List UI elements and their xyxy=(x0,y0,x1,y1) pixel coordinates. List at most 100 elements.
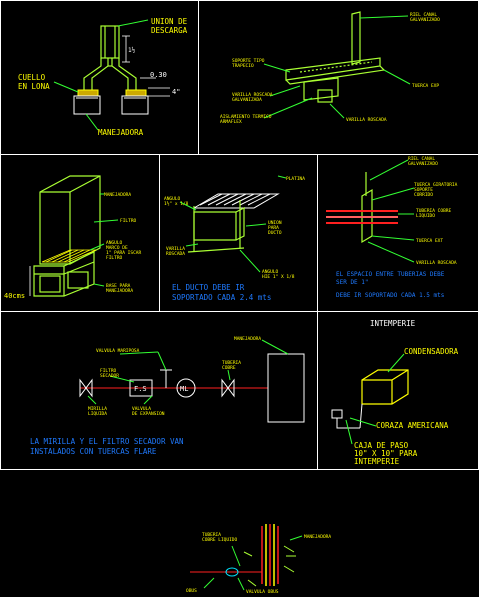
aislamiento-label-2: ARMAFLEX xyxy=(220,119,242,125)
spacing-note-line1: EL ESPACIO ENTRE TUBERIAS DEBE xyxy=(336,271,445,278)
junction-box xyxy=(331,409,343,419)
tuberia-cobre-p6-1: TUBERIA xyxy=(222,360,241,366)
filtro-secador-label-1: FILTRO xyxy=(100,368,117,374)
spacing-note-line2: SER DE 1" xyxy=(336,279,369,286)
american-conduit xyxy=(336,403,363,429)
angulo-left-label-2: 1½" x 1/8 xyxy=(164,200,189,207)
frame-panel-5 xyxy=(317,154,479,312)
valvula-mariposa-label: VALVULA MARIPOSA xyxy=(96,348,140,354)
mirilla-label-1: MIRILLA xyxy=(88,406,107,412)
insulated-column xyxy=(261,524,279,586)
valvula-exp-label-1: VALVULA xyxy=(132,406,151,412)
mirilla-label-2: LIQUIDA xyxy=(88,411,107,417)
base-label-1: BASE PARA xyxy=(106,283,131,289)
cuello-label-line1: CUELLO xyxy=(18,73,46,82)
canvas-collar-right xyxy=(125,89,147,97)
angulo-label-2: MARCO DE xyxy=(106,245,128,251)
tuerca-ext-label: TUERCA EXT xyxy=(416,238,443,244)
varilla-p4-label-1: VARILLA xyxy=(166,246,185,252)
trapeze-channel xyxy=(285,57,381,81)
union-label-line1: UNION DE xyxy=(151,17,188,26)
aislamiento-label-1: AISLAMIENTO TERMICO xyxy=(220,114,272,120)
angulo-label-1: ANGULO xyxy=(106,240,123,246)
varilla-galv-label-2: GALVANIZADA xyxy=(232,97,262,103)
angulo-label-3: 1" PARA ISCAR xyxy=(106,250,142,256)
panel-7-outdoor: INTEMPERIE CONDENSADORA CORAZA AMERICANA… xyxy=(331,319,459,466)
butterfly-valve xyxy=(79,378,93,398)
filter-hatch xyxy=(41,249,97,263)
union-ducto-label-1: UNION xyxy=(268,220,282,226)
panel-1-discharge-union: UNION DE DESCARGA 1½ 0.30 4" CUELLO EN L… xyxy=(18,17,188,137)
union-ducto-label-3: DUCTO xyxy=(268,230,282,236)
panel-5-pipe-spacing: RIEL CANAL GALVANIZADO TUERCA GIRATORIA … xyxy=(326,156,458,299)
condensadora-label: CONDENSADORA xyxy=(404,347,459,356)
y-branch-duct xyxy=(83,58,137,90)
flare-note-line2: INSTALADOS CON TUERCAS FLARE xyxy=(30,447,157,456)
angulo-bottom-label-1: ANGULO xyxy=(262,269,279,275)
panel-4-duct-support: PLATINA ANGULO 1½" x 1/8 UNION PARA DUCT… xyxy=(164,175,305,302)
tuerca-exp-label: TUERCA EXP xyxy=(412,83,439,89)
filter-drier xyxy=(129,379,153,397)
coraza-label: CORAZA AMERICANA xyxy=(376,421,449,430)
dim-right-label: 0.30 xyxy=(150,71,167,79)
support-note: DEBE IR SOPORTADO CADA 1.5 mts xyxy=(336,292,445,299)
dim-40cms-label: 40cms xyxy=(4,292,25,300)
vertical-duct xyxy=(100,25,120,59)
varilla-p4-label-2: ROSCADA xyxy=(166,251,185,257)
riel-canal-label-1: RIEL CANAL xyxy=(410,12,437,18)
valvula-obus-label: VALVULA OBUS xyxy=(246,589,279,595)
panel-6-refrigerant-line: VALVULA MARIPOSA MANEJADORA FILTRO SECAD… xyxy=(30,336,305,456)
panel-2-trapeze-support: RIEL CANAL GALVANIZADO SOPORTE TIPO TRAP… xyxy=(220,11,440,125)
air-handler-left xyxy=(73,95,101,115)
cuello-label-line2: EN LONA xyxy=(18,82,50,91)
dim-vertical-label: 1½ xyxy=(128,47,136,54)
obus-label: OBUS xyxy=(186,588,197,594)
duct-note-line1: EL DUCTO DEBE IR xyxy=(172,283,245,292)
angulo-bottom-label-2: HIE 1" X 1/8 xyxy=(262,274,295,280)
caja-label-line2: 10" X 10" PARA xyxy=(354,449,418,458)
copper-pipes xyxy=(326,210,398,224)
insulated-pipe xyxy=(303,77,339,101)
caja-label-line1: CAJA DE PASO xyxy=(354,441,409,450)
tuerca-abr-label-2: SOPORTE xyxy=(414,187,433,193)
base-label-2: MANEJADORA xyxy=(106,288,133,294)
flare-note-line1: LA MIRILLA Y EL FILTRO SECADOR VAN xyxy=(30,437,184,446)
valvula-exp-label-2: DE EXPANSION xyxy=(132,411,165,417)
duct-body xyxy=(193,211,237,241)
varilla-roscada-label: VARILLA ROSCADA xyxy=(346,117,387,123)
ml-label: ML xyxy=(180,385,188,393)
intemperie-title: INTEMPERIE xyxy=(370,319,416,328)
duct-note-line2: SOPORTADO CADA 2.4 mts xyxy=(172,293,271,302)
air-handler-right xyxy=(121,95,149,115)
caja-label-line3: INTEMPERIE xyxy=(354,457,400,466)
manejadora-label: MANEJADORA xyxy=(98,128,144,137)
tuberia-cobre-p6-2: COBRE xyxy=(222,365,236,371)
expansion-valve xyxy=(221,378,235,398)
tuberia-p8-label-2: COBRE LIQUIDO xyxy=(202,537,238,543)
fs-label: F.S xyxy=(134,385,147,393)
union-label-line2: DESCARGA xyxy=(151,26,188,35)
canvas-collar-left xyxy=(77,89,99,97)
platina-label: PLATINA xyxy=(286,176,305,182)
tuberia-cobre-label-2: LIQUIDO xyxy=(416,213,435,219)
threaded-rod-top xyxy=(351,11,361,65)
dim-small-label: 4" xyxy=(172,88,180,96)
tuberia-cobre-label-1: TUBERIA COBRE xyxy=(416,208,452,214)
union-ducto-label-2: PARA xyxy=(268,225,279,231)
manejadora-top-label: MANEJADORA xyxy=(104,192,131,198)
varilla-p5-label: VARILLA ROSCADA xyxy=(416,260,457,266)
manejadora-p6-label: MANEJADORA xyxy=(234,336,261,342)
tuerca-abr-label-3: CORRIDO xyxy=(414,192,433,198)
air-handler-box xyxy=(39,175,101,265)
soporte-trapecio-label-1: SOPORTE TIPO xyxy=(232,58,265,64)
air-handler-unit xyxy=(267,353,305,423)
sight-glass xyxy=(176,378,196,398)
filtro-secador-label-2: SECADOR xyxy=(100,373,119,379)
soporte-trapecio-label-2: TRAPECIO xyxy=(232,63,254,69)
obus-fitting xyxy=(225,567,239,577)
varilla-galv-label-1: VARILLA ROSCADA xyxy=(232,92,273,98)
panel-8-valve-access: TUBERIA COBRE LIQUIDO MANEJADORA VALVULA… xyxy=(186,524,331,595)
angulo-left-label-1: ANGULO xyxy=(164,196,181,202)
riel-canal-label-2: GALVANIZADO xyxy=(410,17,440,23)
